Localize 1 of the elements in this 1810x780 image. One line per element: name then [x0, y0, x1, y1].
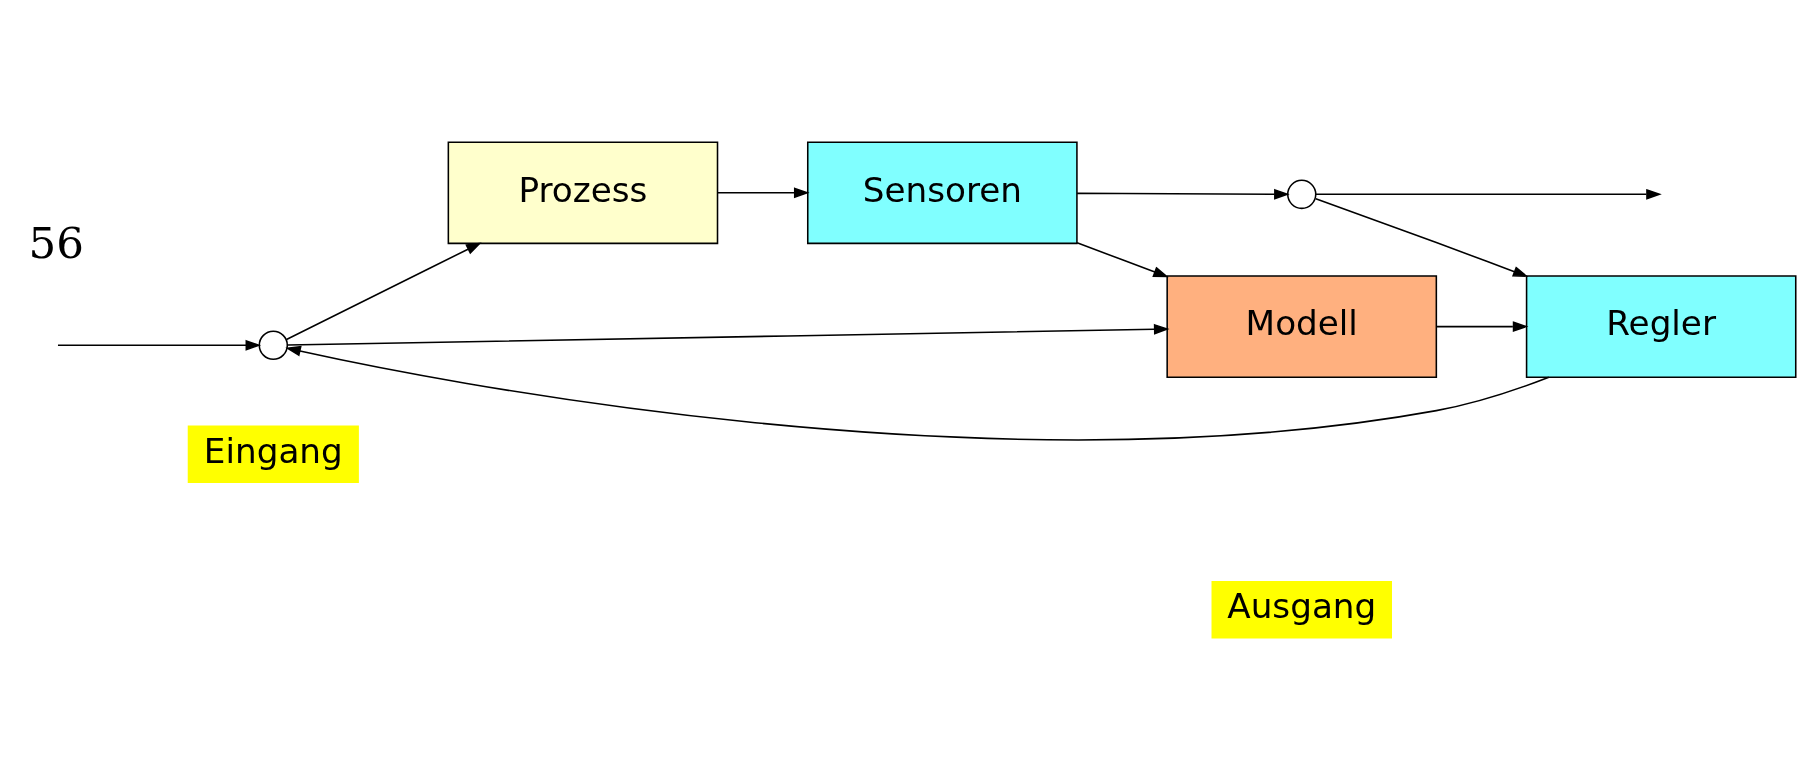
- label: 56: [28, 217, 84, 268]
